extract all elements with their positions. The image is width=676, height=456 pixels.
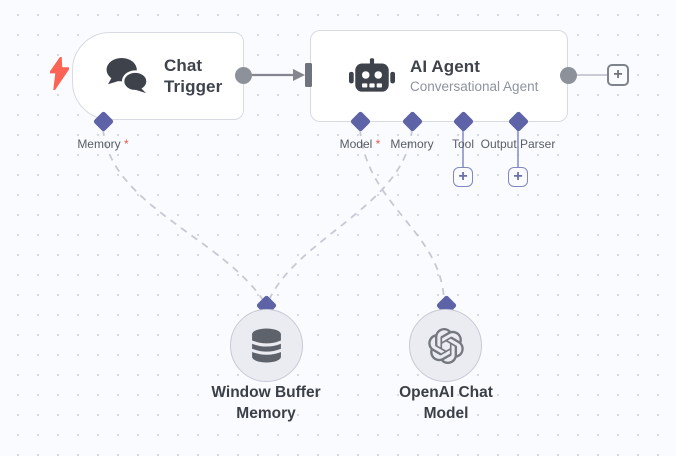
connection-agent-model[interactable] (359, 128, 445, 301)
arrowhead-icon (293, 69, 305, 81)
connection-trigger-memory[interactable] (102, 128, 264, 301)
ai-agent-subtitle: Conversational Agent (410, 79, 539, 94)
chat-trigger-title: Chat Trigger (164, 56, 223, 96)
chat-trigger-output-dot[interactable] (235, 67, 252, 84)
add-node-button-main[interactable]: + (607, 64, 629, 86)
openai-label: OpenAI Chat Model (399, 384, 493, 422)
robot-icon (349, 58, 395, 92)
chat-bubbles-icon (106, 57, 150, 95)
openai-logo-icon (427, 327, 464, 364)
ai-agent-title: AI Agent (410, 57, 481, 76)
connection-agent-memory[interactable] (268, 128, 413, 301)
node-ai-agent[interactable]: AI Agent Conversational Agent (310, 30, 568, 122)
required-asterisk: * (120, 137, 129, 151)
port-label-tool: Tool (451, 137, 474, 151)
required-asterisk: * (372, 137, 381, 151)
port-label-trigger-memory: Memory * (77, 137, 129, 151)
ai-agent-output-dot[interactable] (560, 67, 577, 84)
add-output-parser-button[interactable]: + (508, 167, 528, 187)
node-chat-trigger[interactable]: Chat Trigger (72, 32, 244, 120)
port-label-model: Model * (339, 137, 381, 151)
port-label-output-parser: Output Parser (480, 137, 556, 151)
wbm-label: Window Buffer Memory (211, 384, 321, 422)
port-label-memory: Memory (390, 137, 434, 151)
add-tool-button[interactable]: + (453, 167, 473, 187)
trigger-bolt-icon (50, 57, 69, 90)
node-openai-chat-model[interactable] (409, 309, 482, 382)
database-icon (251, 328, 282, 363)
ai-agent-input-bar[interactable] (305, 63, 312, 87)
node-window-buffer-memory[interactable] (230, 309, 303, 382)
